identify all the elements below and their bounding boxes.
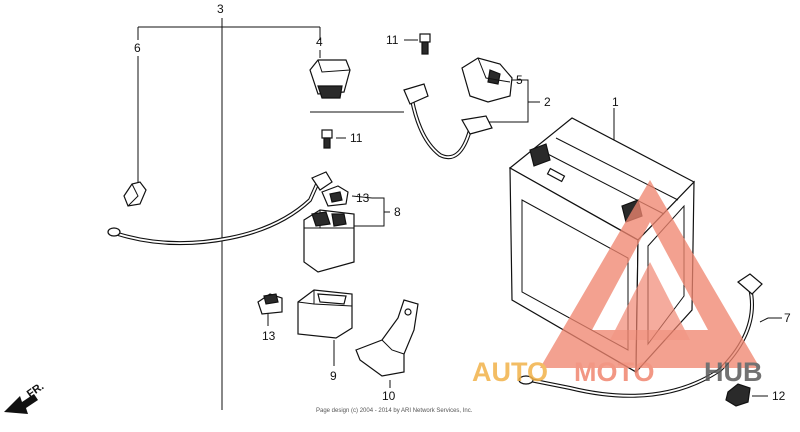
callouts: 3 6 4 11 5 2 1 11 13 8 7 13 9 12 10 — [134, 2, 791, 403]
callout-13-bottom: 13 — [262, 329, 276, 343]
callout-8: 8 — [394, 205, 401, 219]
ground-cable-7 — [518, 273, 763, 398]
callout-9: 9 — [330, 369, 337, 383]
battery-cable-3 — [107, 171, 333, 246]
callout-7: 7 — [784, 311, 791, 325]
copyright-notice: Page design (c) 2004 - 2014 by ARI Netwo… — [316, 408, 473, 414]
front-direction-arrow: FR. — [4, 380, 46, 414]
callout-10: 10 — [382, 389, 396, 403]
terminal-cover-5 — [461, 57, 513, 103]
relay-case-9 — [297, 289, 353, 339]
relay-8 — [303, 209, 355, 273]
watermark-auto: AUTO — [472, 357, 548, 387]
terminal-cap-6 — [123, 181, 147, 207]
fuse-13-bottom — [257, 293, 283, 315]
callout-5: 5 — [516, 73, 523, 87]
callout-12: 12 — [772, 389, 786, 403]
watermark-hub: HUB — [704, 357, 763, 387]
callout-1: 1 — [612, 95, 619, 109]
battery-cable-2 — [403, 83, 493, 160]
watermark-triangle — [540, 180, 760, 368]
callout-2: 2 — [544, 95, 551, 109]
watermark-moto: MOTO — [574, 357, 655, 387]
leader-lines — [137, 18, 782, 410]
callout-11-mid: 11 — [350, 131, 363, 145]
callout-6: 6 — [134, 41, 141, 55]
callout-3: 3 — [217, 2, 224, 16]
bracket-10 — [355, 299, 419, 377]
watermark: AUTO MOTO HUB — [472, 180, 763, 387]
nut-12 — [725, 383, 751, 407]
callout-4: 4 — [316, 35, 323, 49]
terminal-cover-4 — [309, 59, 351, 99]
bolt-11-top — [419, 33, 431, 55]
fuse-13-top — [321, 185, 349, 207]
direction-label: FR. — [25, 380, 46, 400]
callout-11-top: 11 — [386, 33, 399, 47]
callout-13-top: 13 — [356, 191, 370, 205]
bolt-11-mid — [321, 129, 333, 149]
